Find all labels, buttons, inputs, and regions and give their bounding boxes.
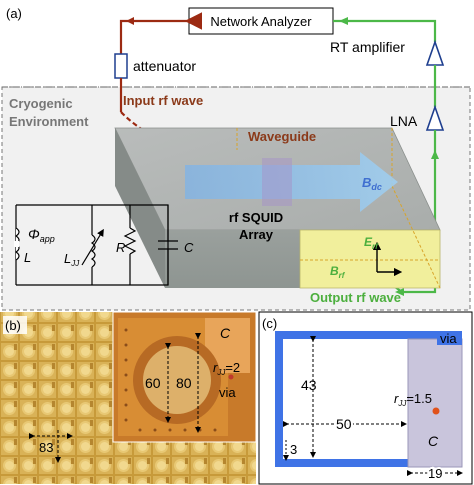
output-line-top	[333, 19, 437, 42]
junction-dot	[432, 407, 440, 415]
panel-c-C-label: C	[428, 433, 439, 449]
network-analyzer-box	[188, 7, 334, 35]
cryogenic-label-2: Environment	[9, 114, 89, 129]
dim-19-label: 19	[428, 466, 442, 481]
panel-c-label: (c)	[262, 316, 277, 331]
dim-60-label: 60	[145, 375, 161, 391]
via-pad	[437, 331, 462, 345]
panel-b-rjj-label: rJJ=2	[213, 360, 240, 377]
waveguide-edge-dash-3	[391, 185, 441, 289]
waveguide-side-face	[115, 128, 165, 288]
erf-label: Erf	[364, 235, 379, 251]
L-label: L	[24, 250, 31, 265]
capacitor-pad	[407, 338, 463, 468]
panel-b-C-label: C	[220, 325, 231, 341]
input-line-top	[119, 12, 203, 54]
brf-label: Brf	[330, 264, 346, 280]
output-rf-wave-label: Output rf wave	[310, 290, 401, 305]
panel-c-rjj-label: rJJ=1.5	[394, 391, 432, 408]
LJJ-label: LJJ	[64, 251, 80, 268]
cryogenic-label-1: Cryogenic	[9, 96, 73, 111]
dim-80-label: 80	[176, 375, 192, 391]
panel-b-label: (b)	[5, 318, 21, 333]
output-arrow-up	[431, 150, 439, 159]
inset-loop-inner	[143, 346, 211, 414]
attenuator-label: attenuator	[133, 58, 196, 74]
waveguide-front-face	[165, 230, 300, 288]
C-label: C	[184, 240, 194, 255]
resistor-R	[123, 227, 137, 255]
phi-app-label: Φapp	[28, 226, 55, 244]
inductor-LJJ	[90, 234, 96, 268]
squid-array-region	[262, 158, 292, 206]
panel-a-label: (a)	[6, 6, 22, 21]
attenuator-symbol	[114, 53, 128, 79]
dim-19-label-halo: 19	[428, 466, 442, 481]
rt-amplifier-symbol	[425, 39, 445, 66]
rt-amplifier-label: RT amplifier	[330, 39, 405, 55]
panel-b-via-label: via	[219, 385, 236, 400]
network-analyzer-label: Network Analyzer	[210, 14, 312, 29]
panel-b: 60 80 C rJJ=2 via 83 (b)	[0, 311, 257, 484]
inset-junction-dot	[228, 374, 234, 380]
equivalent-circuit	[14, 204, 178, 286]
input-rf-wave-label: Input rf wave	[123, 93, 203, 108]
bdc-label: Bdc	[362, 175, 382, 192]
panel-b-label-bg	[3, 316, 27, 334]
panel-c-via-label: via	[440, 331, 457, 346]
dim-50-label-halo: 50	[336, 416, 352, 432]
circuit-break-L	[14, 241, 19, 247]
inset-via-dots	[124, 328, 217, 432]
dim-3-label: 3	[290, 442, 297, 457]
dim-83-label: 83	[39, 440, 53, 455]
rf-squid-label-1: rf SQUID	[229, 210, 283, 225]
lna-label: LNA	[390, 113, 418, 129]
ljj-variable-arrow	[81, 228, 104, 266]
rf-squid-label-2: Array	[239, 227, 274, 242]
input-arrow-head	[126, 17, 134, 25]
output-arrow-right	[395, 288, 404, 296]
panel-c: (c) via 43 50 50 3 19 19 rJJ=1.5 C	[258, 311, 473, 485]
R-label: R	[116, 240, 125, 255]
waveguide-label: Waveguide	[248, 129, 316, 144]
output-arrow-head-top	[339, 17, 348, 25]
dim-43-label: 43	[301, 377, 317, 393]
dim-50-label: 50	[336, 416, 352, 432]
panel-a: (a) Network Analyzer attenuator Cryogeni…	[1, 6, 471, 311]
